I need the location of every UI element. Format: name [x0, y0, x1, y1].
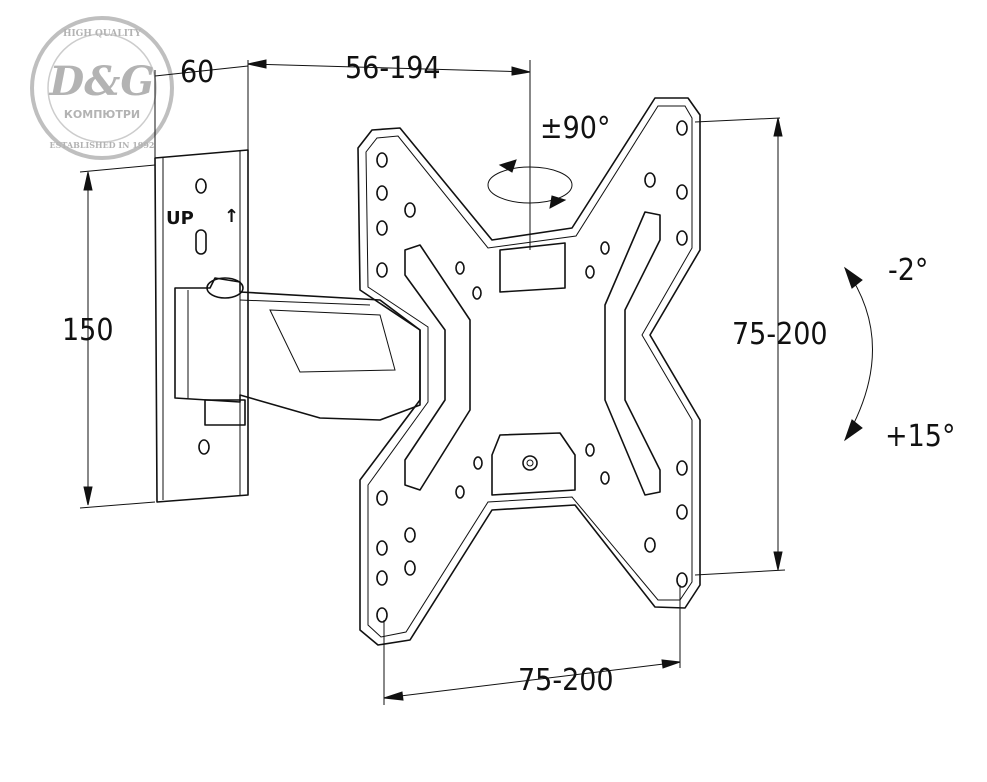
tilt-down-dimension: +15°	[885, 419, 955, 454]
tilt-up-dimension: -2°	[888, 253, 928, 288]
up-arrow-icon: ↑	[224, 206, 239, 227]
up-label: UP	[166, 208, 194, 229]
swing-arm	[174, 277, 421, 426]
wall-depth-dimension: 60	[180, 55, 214, 90]
svg-text:D&G: D&G	[49, 58, 155, 105]
dimension-lines	[79, 59, 873, 705]
svg-text:HIGH QUALITY: HIGH QUALITY	[63, 29, 142, 39]
svg-text:КОМПЮТРИ: КОМПЮТРИ	[64, 108, 140, 121]
vesa-horizontal-dimension: 75-200	[518, 663, 614, 698]
svg-text:ESTABLISHED IN 1992: ESTABLISHED IN 1992	[50, 140, 155, 150]
vesa-plate	[357, 97, 701, 646]
dg-watermark-logo: D&G КОМПЮТРИ HIGH QUALITY ESTABLISHED IN…	[30, 16, 174, 160]
vesa-vertical-dimension: 75-200	[732, 317, 828, 352]
extension-dimension: 56-194	[345, 51, 441, 86]
swivel-dimension: ±90°	[540, 111, 610, 146]
wall-height-dimension: 150	[62, 313, 114, 348]
mounting-holes	[376, 120, 688, 623]
wall-plate: UP ↑	[154, 149, 249, 503]
